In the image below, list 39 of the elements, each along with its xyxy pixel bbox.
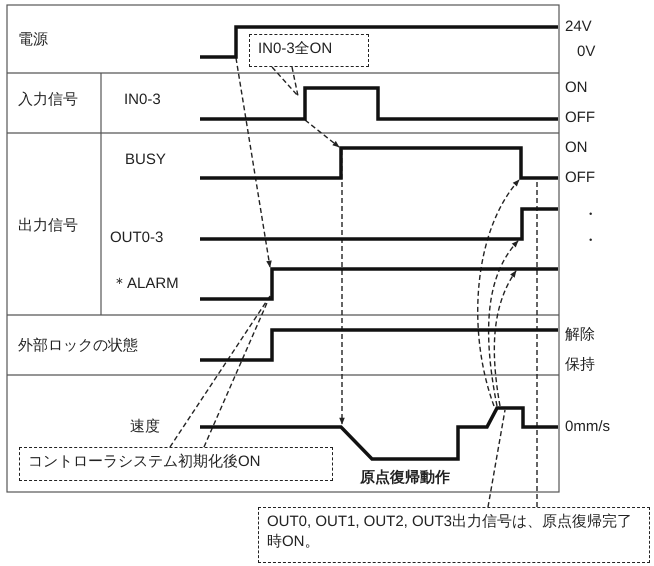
ditto-mark: ・: [583, 206, 598, 224]
leader-arrow: [488, 240, 519, 406]
signal-waveform: [198, 207, 560, 241]
speed-label: 0mm/s: [565, 418, 610, 436]
leader-line: [271, 66, 299, 97]
leader-arrow: [494, 270, 517, 406]
ditto-mark: ・: [583, 232, 598, 250]
state-label: OFF: [565, 169, 595, 187]
signal-label: ＊ALARM: [112, 275, 179, 293]
signal-waveform: [198, 25, 560, 59]
row-label: 電源: [18, 31, 48, 49]
callout-box: コントローラシステム初期化後ON: [19, 447, 333, 481]
state-label: OFF: [565, 109, 595, 127]
state-label: 解除: [565, 326, 595, 344]
leader-line: [487, 410, 506, 508]
state-label: 保持: [565, 356, 595, 374]
signal-waveform: [198, 146, 560, 180]
signal-label: 速度: [130, 418, 160, 436]
phase-label: 原点復帰動作: [360, 469, 450, 487]
callout-box: IN0-3全ON: [249, 34, 369, 67]
signal-waveform: [198, 86, 560, 121]
voltage-label: 0V: [577, 43, 596, 61]
signal-label: IN0-3: [124, 91, 161, 109]
row-label: 入力信号: [18, 91, 78, 109]
signal-label: BUSY: [125, 151, 166, 169]
leader-line: [169, 295, 271, 448]
state-label: ON: [565, 139, 588, 157]
leader-arrow: [304, 119, 340, 148]
voltage-label: 24V: [565, 18, 592, 36]
row-label: 出力信号: [18, 217, 78, 235]
note-box: OUT0, OUT1, OUT2, OUT3出力信号は、原点復帰完了時ON。: [258, 507, 650, 563]
state-label: ON: [565, 79, 588, 97]
leader-arrow: [477, 179, 520, 406]
signal-label: OUT0-3: [110, 229, 164, 247]
leader-arrow: [235, 58, 272, 268]
leader-line: [536, 180, 538, 507]
signal-waveform: [198, 267, 560, 301]
row-label: 外部ロックの状態: [18, 337, 138, 355]
signal-waveform: [198, 328, 560, 362]
